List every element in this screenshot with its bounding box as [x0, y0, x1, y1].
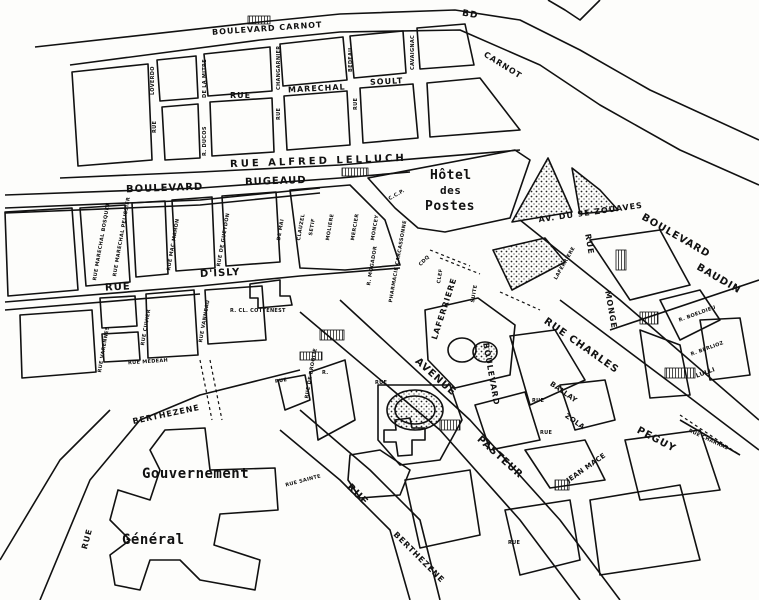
block — [404, 469, 481, 549]
block — [289, 184, 401, 271]
label-rue-ballay: RUE — [532, 398, 545, 404]
plaza-block — [377, 384, 463, 466]
label-boulevard-bugeaud-2: BUGEAUD — [244, 174, 307, 189]
block — [101, 331, 141, 363]
block — [283, 90, 351, 151]
label-rue-disly-2: D'ISLY — [199, 266, 241, 281]
block — [71, 63, 153, 167]
block — [203, 46, 273, 97]
block — [699, 317, 751, 381]
label-rue-loverdo: LOVERDO — [150, 66, 156, 95]
label-gouvernement: Gouvernement — [142, 466, 250, 482]
block — [309, 359, 356, 441]
plaza-cross-building — [383, 417, 426, 457]
block — [279, 36, 348, 87]
park-triangle — [571, 167, 619, 215]
label-hotel-des-postes-2: des — [440, 184, 462, 197]
boulevard-carnot-edge-inner — [69, 29, 759, 186]
block — [504, 499, 581, 576]
block — [524, 439, 606, 489]
label-rue-bedeau: BEDEAU — [348, 47, 354, 72]
block — [589, 484, 701, 576]
label-rue-changarnier: CHANGARNIER — [276, 45, 282, 90]
block — [589, 229, 691, 301]
label-r-bab: R. — [322, 370, 329, 376]
label-r-cl-cottenest: R. Cl. COTTENEST — [230, 308, 286, 314]
block — [171, 196, 216, 272]
block — [221, 191, 281, 267]
boulevard-carnot-edge — [34, 9, 759, 141]
block — [204, 285, 267, 345]
block — [99, 295, 138, 329]
block — [4, 207, 79, 297]
label-hotel-des-postes-3: Postes — [425, 199, 475, 214]
label-rue-marechal-soult-1: RUE — [230, 91, 252, 100]
block — [349, 30, 407, 79]
block — [359, 83, 419, 144]
block — [277, 374, 311, 411]
block — [209, 97, 275, 157]
block — [426, 77, 521, 138]
label-rue-zola: RUE — [540, 430, 553, 436]
label-rue-ducos: R. DUCOS — [202, 126, 208, 156]
label-rue-small-4: RUE — [508, 540, 521, 546]
block — [509, 329, 586, 406]
block — [79, 204, 131, 287]
park-plot — [492, 237, 566, 291]
block — [416, 23, 475, 70]
laferriere-square — [424, 297, 516, 389]
block — [659, 289, 721, 341]
gouvernement-building — [109, 427, 279, 591]
block — [639, 329, 691, 399]
block — [624, 429, 721, 501]
hatched-buildings — [247, 15, 696, 491]
park-triangle — [511, 157, 573, 223]
block — [559, 379, 616, 431]
label-rue-small-3: RUE — [353, 97, 359, 110]
label-general: Général — [122, 532, 185, 548]
block — [19, 309, 97, 379]
label-rue-cavaignac: CAVAIGNAC — [410, 35, 416, 70]
label-rue-small-2: RUE — [276, 107, 282, 120]
label-rue-de-la-mitre: DE LA MITRE — [202, 59, 208, 98]
label-rue-disly-1: RUE — [104, 281, 131, 294]
block — [156, 55, 199, 102]
block — [161, 103, 201, 161]
label-hotel-des-postes-1: Hôtel — [430, 168, 472, 183]
label-rue-small-1: RUE — [152, 120, 158, 133]
label-rue-marechal-soult-3: SOULT — [369, 76, 404, 87]
block — [474, 391, 541, 451]
block — [131, 200, 169, 278]
label-rue-small-5: RUE — [375, 380, 388, 386]
hotel-des-postes-block — [367, 149, 531, 233]
block — [145, 289, 199, 359]
